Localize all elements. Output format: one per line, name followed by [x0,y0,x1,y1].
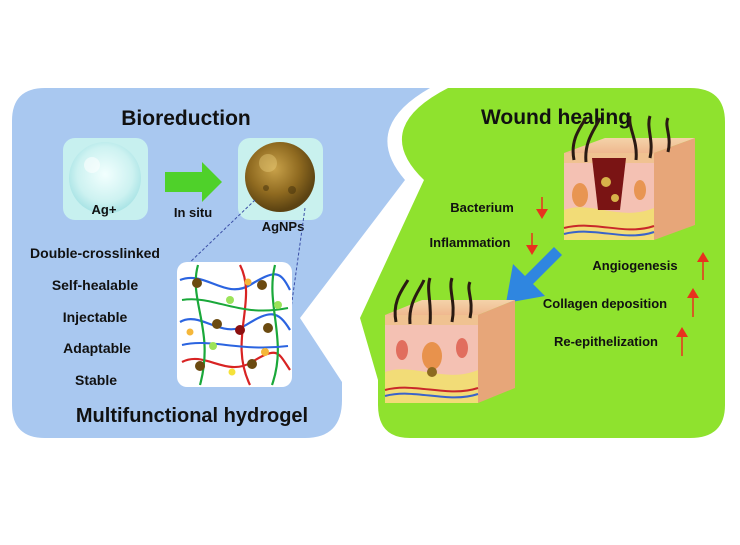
in-situ-arrow [165,162,222,202]
outcome-re-epithelization: Re-epithelization [554,334,658,349]
in-situ-label: In situ [174,205,212,220]
outcome-inflammation: Inflammation [430,235,511,250]
property-double-crosslinked: Double-crosslinked [30,245,160,261]
ag-ion-label: Ag+ [92,202,117,217]
healed-skin-illustration [384,277,515,403]
outcome-bacterium: Bacterium [450,200,514,215]
agnp-hydrogel [238,138,323,220]
property-injectable: Injectable [63,309,128,325]
outcome-angiogenesis: Angiogenesis [592,258,677,273]
inflammation-down-arrow-icon [526,233,538,255]
bioreduction-title: Bioreduction [121,107,251,130]
property-adaptable: Adaptable [63,340,131,356]
wounded-skin-illustration [563,115,695,240]
angiogenesis-up-arrow-icon [697,252,709,280]
zoom-line-left [185,199,256,267]
ag-ion-solution [63,138,148,220]
multifunctional-hydrogel-label: Multifunctional hydrogel [76,405,308,427]
hydrogel-network [177,262,292,387]
bacterium-down-arrow-icon [536,197,548,219]
property-stable: Stable [75,372,117,388]
collagen-up-arrow-icon [687,288,699,317]
outcome-collagen-deposition: Collagen deposition [543,296,667,311]
property-self-healable: Self-healable [52,277,139,293]
wound-healing-title: Wound healing [481,106,631,129]
agnp-label: AgNPs [262,219,305,234]
healing-progress-arrow [506,241,562,303]
re-epithelization-up-arrow-icon [676,327,688,356]
